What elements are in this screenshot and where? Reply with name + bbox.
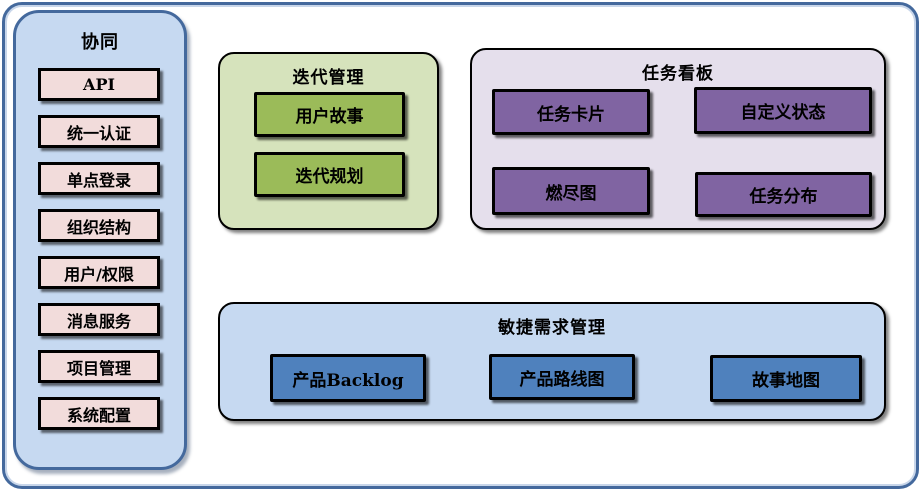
sidebar-item-api: API xyxy=(38,68,160,101)
node-custom-status: 自定义状态 xyxy=(694,87,872,134)
node-product-roadmap: 产品路线图 xyxy=(489,354,635,400)
node-task-distribution: 任务分布 xyxy=(695,172,872,217)
sidebar-collaboration: 协同 API 统一认证 单点登录 组织结构 用户/权限 消息服务 项目管理 系统… xyxy=(13,10,187,470)
node-product-backlog: 产品Backlog xyxy=(270,354,426,402)
group-agile-requirements: 敏捷需求管理 产品Backlog 产品路线图 故事地图 xyxy=(218,302,886,421)
group-task-board: 任务看板 任务卡片 自定义状态 燃尽图 任务分布 xyxy=(470,48,886,230)
group-iteration-title: 迭代管理 xyxy=(292,68,365,87)
sidebar-item-sso: 单点登录 xyxy=(38,162,160,195)
sidebar-item-org-structure: 组织结构 xyxy=(38,209,160,242)
group-agile-requirements-title: 敏捷需求管理 xyxy=(498,318,606,337)
sidebar-item-project-mgmt: 项目管理 xyxy=(38,350,160,383)
group-iteration-management: 迭代管理 用户故事 迭代规划 xyxy=(218,52,439,230)
sidebar-item-list: API 统一认证 单点登录 组织结构 用户/权限 消息服务 项目管理 系统配置 xyxy=(38,68,160,430)
node-task-cards: 任务卡片 xyxy=(492,89,650,135)
node-user-stories: 用户故事 xyxy=(254,92,405,137)
group-task-board-title: 任务看板 xyxy=(642,64,714,83)
sidebar-item-system-config: 系统配置 xyxy=(38,397,160,430)
node-story-map: 故事地图 xyxy=(710,355,862,402)
sidebar-title: 协同 xyxy=(81,32,119,52)
sidebar-item-unified-auth: 统一认证 xyxy=(38,115,160,148)
sidebar-item-messaging: 消息服务 xyxy=(38,303,160,336)
node-iteration-planning: 迭代规划 xyxy=(254,152,405,197)
sidebar-item-users-perms: 用户/权限 xyxy=(38,256,160,289)
node-burndown-chart: 燃尽图 xyxy=(492,167,650,215)
